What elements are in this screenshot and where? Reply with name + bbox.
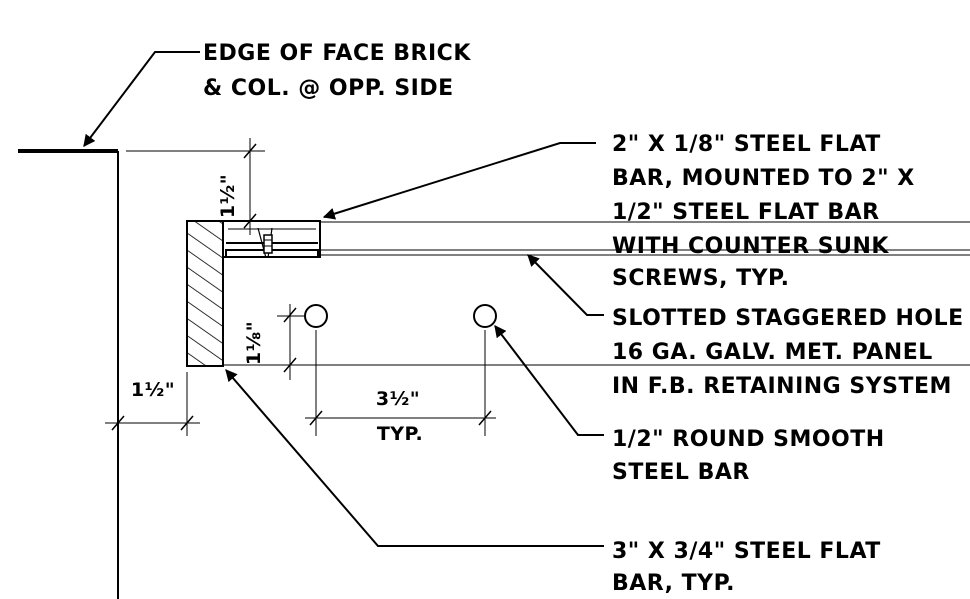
flat-bar-bottom-leader xyxy=(225,369,604,547)
callout-flat-bar-top-line-1: 2" X 1/8" STEEL FLAT xyxy=(612,132,881,157)
callout-flat-bar-bottom-line-2: BAR, TYP. xyxy=(612,571,735,596)
dimension-top-offset: 1½" xyxy=(126,138,265,235)
dim-text-top-offset: 1½" xyxy=(217,174,239,218)
callout-flat-bar-top-line-4: WITH COUNTER SUNK xyxy=(612,234,889,259)
dimension-bar-spacing: 3½" TYP. xyxy=(305,330,496,445)
countersunk-screw xyxy=(257,227,273,259)
slotted-hole-leader xyxy=(527,254,604,316)
round-steel-bar-left xyxy=(304,304,328,328)
round-bar-leader xyxy=(494,325,604,436)
flat-bar-top-leader xyxy=(322,142,596,220)
callout-flat-bar-top-line-2: BAR, MOUNTED TO 2" X xyxy=(612,166,915,191)
callout-slotted-hole: SLOTTED STAGGERED HOLE 16 GA. GALV. MET.… xyxy=(612,306,964,399)
callout-round-bar: 1/2" ROUND SMOOTH STEEL BAR xyxy=(612,427,885,485)
metal-panel-lines xyxy=(223,221,970,366)
face-brick-edge xyxy=(18,149,119,599)
callout-flat-bar-bottom-line-1: 3" X 3/4" STEEL FLAT xyxy=(612,539,881,564)
callout-round-bar-line-1: 1/2" ROUND SMOOTH xyxy=(612,427,885,452)
callout-flat-bar-top: 2" X 1/8" STEEL FLAT BAR, MOUNTED TO 2" … xyxy=(612,132,915,291)
callout-slotted-hole-line-1: SLOTTED STAGGERED HOLE xyxy=(612,306,964,331)
callout-face-brick-line-2: & COL. @ OPP. SIDE xyxy=(203,76,454,101)
steel-flat-bar-section xyxy=(186,220,224,367)
callout-face-brick: EDGE OF FACE BRICK & COL. @ OPP. SIDE xyxy=(203,41,471,101)
callout-flat-bar-bottom: 3" X 3/4" STEEL FLAT BAR, TYP. xyxy=(612,539,881,596)
dimension-left-offset: 1½" xyxy=(105,372,200,436)
dim-text-vertical-gap: 1⅛" xyxy=(243,321,265,365)
callout-round-bar-line-2: STEEL BAR xyxy=(612,460,750,485)
callout-face-brick-line-1: EDGE OF FACE BRICK xyxy=(203,41,471,66)
round-steel-bar-right xyxy=(473,304,497,328)
callout-flat-bar-top-line-3: 1/2" STEEL FLAT BAR xyxy=(612,200,880,225)
callout-slotted-hole-line-2: 16 GA. GALV. MET. PANEL xyxy=(612,340,933,365)
callout-slotted-hole-line-3: IN F.B. RETAINING SYSTEM xyxy=(612,374,952,399)
top-flat-bar-assembly xyxy=(222,220,321,259)
dim-text-bar-spacing: 3½" xyxy=(376,388,420,410)
callout-flat-bar-top-line-5: SCREWS, TYP. xyxy=(612,266,789,291)
dim-text-left-offset: 1½" xyxy=(131,379,175,401)
dim-text-bar-spacing-typ: TYP. xyxy=(377,423,423,445)
dimension-vertical-gap: 1⅛" xyxy=(243,304,305,380)
face-brick-leader xyxy=(83,51,200,147)
